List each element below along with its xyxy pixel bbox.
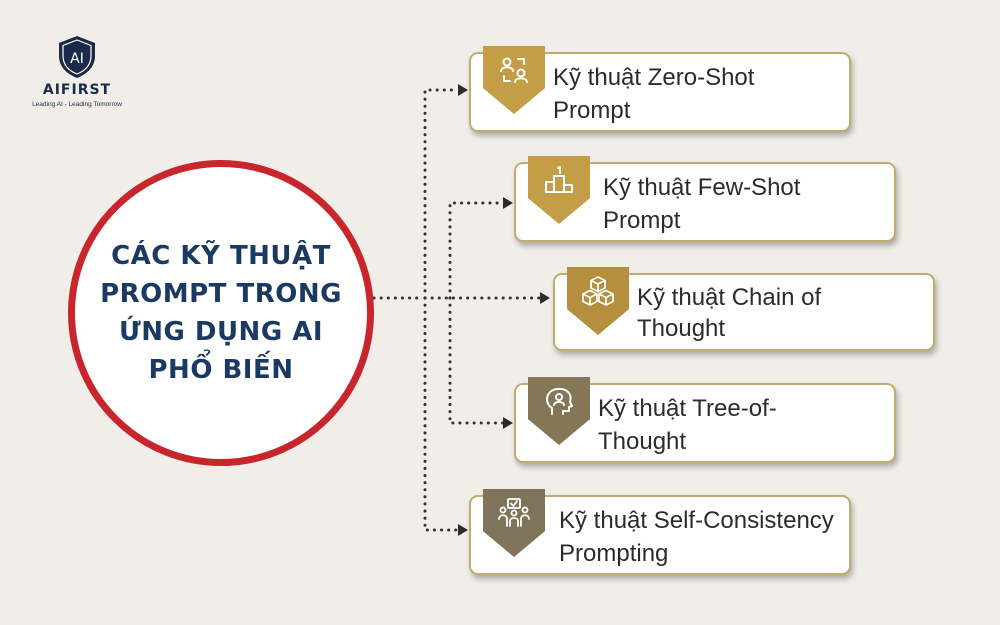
card-badge	[483, 46, 545, 114]
card-badge	[528, 156, 590, 224]
arrowhead-3	[540, 292, 550, 304]
technique-card-zero-shot: Kỹ thuật Zero-Shot Prompt	[469, 46, 851, 132]
central-topic-circle: CÁC KỸ THUẬT PROMPT TRONG ỨNG DỤNG AI PH…	[68, 160, 374, 466]
team-check-icon	[498, 498, 530, 527]
svg-text:AI: AI	[70, 51, 84, 67]
card-label: Kỹ thuật Tree-of-Thought	[598, 395, 777, 455]
card-badge	[483, 489, 545, 557]
logo-name: AIFIRST	[42, 82, 112, 98]
arrowhead-4	[503, 417, 513, 429]
podium-icon	[545, 166, 573, 193]
technique-card-self-consistency: Kỹ thuật Self-Consistency Prompting	[469, 489, 851, 575]
head-user-icon	[546, 387, 573, 415]
technique-card-tree-of-thought: Kỹ thuật Tree-of-Thought	[514, 377, 896, 463]
technique-card-few-shot: Kỹ thuật Few-Shot Prompt	[514, 156, 896, 242]
people-exchange-icon	[500, 57, 528, 83]
technique-card-chain-of-thought: Kỹ thuật Chain of Thought	[553, 267, 935, 351]
central-title: CÁC KỸ THUẬT PROMPT TRONG ỨNG DỤNG AI PH…	[100, 241, 342, 385]
arrowhead-2	[503, 197, 513, 209]
card-label: Kỹ thuật Few-Shot Prompt	[603, 174, 801, 234]
cubes-icon	[582, 276, 614, 306]
shield-logo-icon: AI	[59, 36, 95, 78]
arrowhead-1	[458, 84, 468, 96]
aifirst-logo: AI AIFIRST Leading AI - Leading Tomorrow	[22, 34, 132, 108]
card-label: Kỹ thuật Self-Consistency Prompting	[559, 507, 834, 567]
card-badge	[528, 377, 590, 445]
card-label: Kỹ thuật Chain of Thought	[637, 284, 822, 342]
logo-tagline: Leading AI - Leading Tomorrow	[32, 101, 122, 108]
arrowhead-5	[458, 524, 468, 536]
card-badge	[567, 267, 629, 335]
card-label: Kỹ thuật Zero-Shot Prompt	[553, 64, 755, 124]
